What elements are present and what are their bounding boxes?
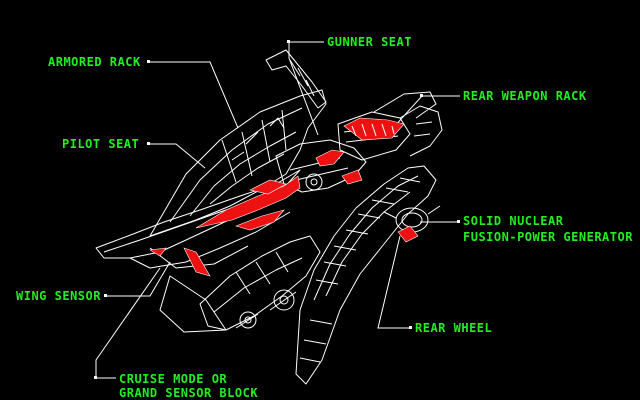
lower-frame xyxy=(199,235,321,331)
armored-rack-frame xyxy=(265,49,327,109)
label-cruise-line1: CRUISE MODE OR xyxy=(119,372,228,386)
label-wing-sensor: WING SENSOR xyxy=(16,289,101,303)
pilot-seat-highlight xyxy=(195,175,301,229)
highlighted-parts xyxy=(149,117,419,277)
label-generator-line1: SOLID NUCLEAR xyxy=(463,214,564,228)
canopy xyxy=(149,89,327,237)
leader-cruise-mode xyxy=(95,267,161,379)
track-assembly xyxy=(295,165,437,385)
leader-pilot-seat xyxy=(148,143,206,169)
leader-armored-rack xyxy=(148,61,239,129)
leader-lines xyxy=(94,40,460,379)
leader-rear-wheel xyxy=(377,235,412,329)
wing-sensor-highlight xyxy=(149,247,167,257)
label-gunner-seat: GUNNER SEAT xyxy=(327,35,412,49)
label-cruise-line2: GRAND SENSOR BLOCK xyxy=(119,386,259,400)
label-rear-weapon-rack: REAR WEAPON RACK xyxy=(463,89,587,103)
rear-wheel xyxy=(273,289,295,311)
gunner-seat-highlight xyxy=(315,149,345,167)
label-pilot-seat: PILOT SEAT xyxy=(62,137,140,151)
label-generator-line2: FUSION-POWER GENERATOR xyxy=(463,230,633,244)
leader-wing-sensor xyxy=(106,261,171,297)
label-armored-rack: ARMORED RACK xyxy=(48,55,141,69)
label-rear-wheel: REAR WHEEL xyxy=(415,321,493,335)
leader-gunner-seat xyxy=(288,41,324,136)
generator-highlight xyxy=(397,225,419,243)
